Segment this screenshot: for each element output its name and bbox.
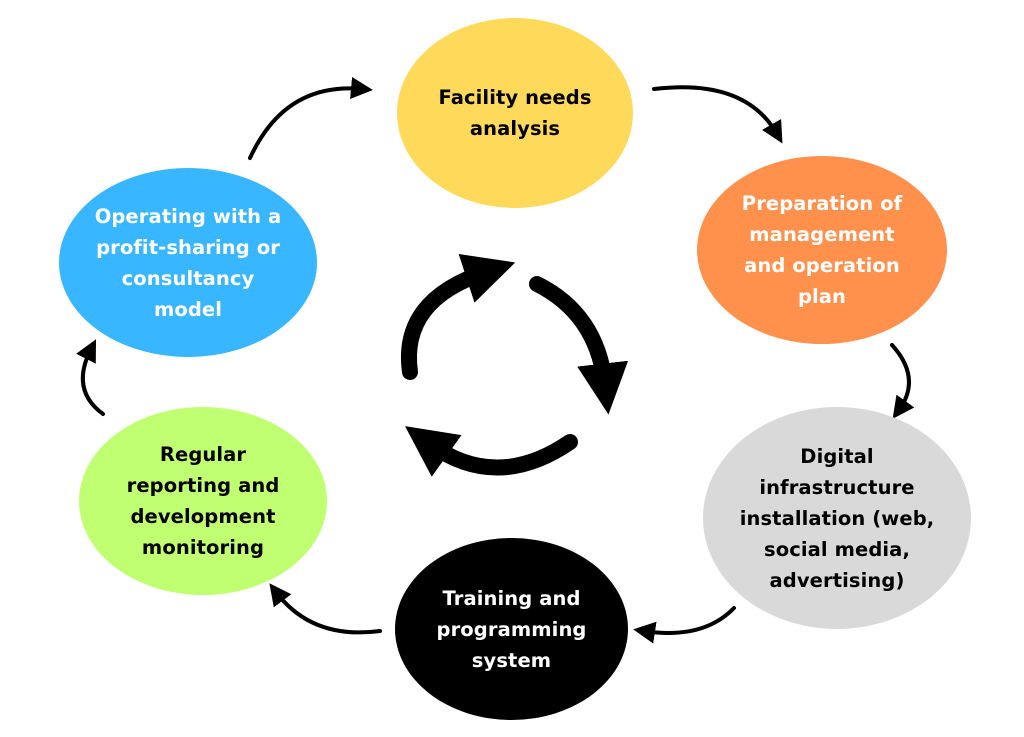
step-reporting-monitoring: Regular reporting and development monito… (79, 407, 327, 595)
step-label: Facility needs analysis (438, 86, 592, 140)
step-label: Regular reporting and development monito… (126, 443, 280, 559)
cycle-arrows-icon (401, 254, 629, 477)
step-label: Digital infrastructure installation (web… (739, 444, 935, 592)
arrow-step5-to-step6 (76, 339, 105, 416)
step-training-programming: Training and programming system (395, 538, 628, 720)
arrow-step4-to-step5 (269, 583, 382, 635)
arrow-step6-to-step1 (248, 77, 373, 160)
step-label: Training and programming system (436, 586, 587, 672)
step-management-operation-plan: Preparation of management and operation … (697, 156, 947, 344)
cycle-arrow-right (529, 276, 629, 415)
arrow-step2-to-step3 (890, 343, 915, 419)
arrow-step1-to-step2 (652, 85, 783, 144)
arrow-step3-to-step4 (633, 606, 736, 644)
cycle-arrow-left (401, 254, 516, 380)
step-operating-model: Operating with a profit-sharing or consu… (59, 168, 317, 357)
cycle-arrow-bottom (405, 426, 578, 477)
step-facility-needs-analysis: Facility needs analysis (397, 18, 633, 208)
step-label: Operating with a profit-sharing or consu… (94, 204, 282, 321)
step-label: Preparation of management and operation … (741, 192, 903, 308)
step-digital-infrastructure: Digital infrastructure installation (web… (703, 407, 971, 629)
